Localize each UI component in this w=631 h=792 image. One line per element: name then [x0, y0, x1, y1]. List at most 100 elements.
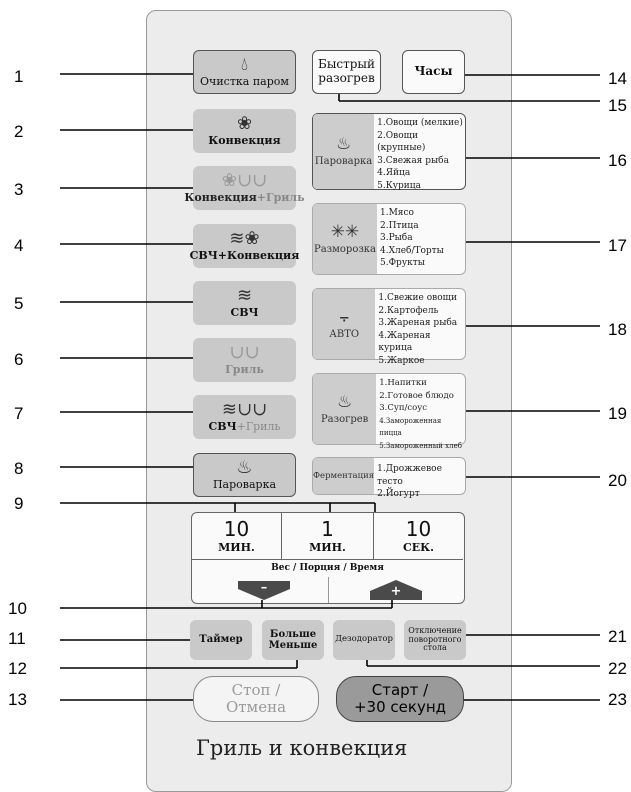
- reheat-program-label: Разогрев: [320, 413, 369, 425]
- more-less-button[interactable]: Больше Меньше: [262, 620, 324, 660]
- convection-button[interactable]: ❀ Конвекция: [193, 109, 296, 153]
- list-item: 4.Замороженная пицца: [379, 416, 442, 438]
- reheat-program-key[interactable]: ♨ Разогрев: [313, 374, 377, 444]
- more-label: Больше: [269, 628, 317, 640]
- list-item: 3.Свежая рыба: [377, 155, 449, 166]
- steamer-program-box[interactable]: ♨ Пароварка 1.Овощи (мелкие) 2.Овощи (кр…: [312, 113, 466, 191]
- timer-button[interactable]: Таймер: [190, 620, 252, 660]
- down-arrow-icon: [238, 581, 290, 600]
- ten-seconds-button[interactable]: 10 СЕК.: [374, 513, 463, 559]
- callout-20: 20: [608, 471, 627, 490]
- microwave-fan-icon: ≋❀: [229, 227, 260, 249]
- minus-label: –: [260, 580, 268, 595]
- microwave-grill-button[interactable]: ≋∪∪ СВЧ+Гриль: [193, 395, 296, 439]
- ten-seconds-value: 10: [405, 516, 432, 541]
- callout-14: 14: [608, 69, 627, 88]
- panel-title: Гриль и конвекция: [196, 736, 408, 760]
- steam-clean-button[interactable]: 💧︎ Очистка паром: [193, 50, 296, 94]
- turntable-line1: Отключение: [408, 626, 462, 636]
- turntable-line2: поворотного: [408, 634, 462, 644]
- microwave-icon: ≋: [236, 284, 253, 306]
- time-divider: [192, 559, 463, 560]
- convection-grill-button[interactable]: ❀∪∪ Конвекция+Гриль: [184, 166, 305, 210]
- arrow-divider: [328, 577, 329, 603]
- microwave-convection-button[interactable]: ≋❀ СВЧ+Конвекция: [190, 224, 299, 268]
- steam-drop-icon: 💧︎: [240, 53, 249, 75]
- auto-program-key[interactable]: ⨪ АВТО: [313, 289, 376, 359]
- list-item: 5.Замороженный хлеб: [379, 441, 462, 450]
- grill-coil-icon: ∪∪: [229, 341, 260, 363]
- ferment-program-key[interactable]: Ферментация: [313, 458, 375, 494]
- callout-23: 23: [608, 690, 627, 709]
- callout-19: 19: [608, 404, 627, 423]
- plus-button[interactable]: +: [368, 579, 424, 601]
- clock-button[interactable]: Часы: [402, 50, 465, 94]
- callout-10: 10: [8, 599, 27, 618]
- defrost-program-key[interactable]: ✳✳ Разморозка: [313, 204, 377, 274]
- defrost-program-box[interactable]: ✳✳ Разморозка 1.Мясо 2.Птица 3.Рыба 4.Хл…: [312, 203, 466, 275]
- list-item: 1.Овощи (мелкие): [377, 118, 463, 128]
- microwave-convection-label: СВЧ+Конвекция: [189, 248, 300, 262]
- callout-13: 13: [8, 690, 27, 709]
- weight-portion-time-label: Вес / Порция / Время: [271, 563, 384, 573]
- list-item: 1.Свежие овощи: [378, 293, 457, 303]
- list-item: 5.Фрукты: [380, 258, 425, 268]
- one-minute-button[interactable]: 1 МИН.: [282, 513, 374, 559]
- callout-9: 9: [14, 494, 24, 513]
- steam-clean-label: Очистка паром: [200, 74, 289, 88]
- convection-grill-label: Конвекция+Гриль: [184, 190, 305, 204]
- start-line1: Старт /: [371, 680, 429, 699]
- callout-7: 7: [14, 404, 24, 423]
- start-line2: +30 секунд: [353, 698, 446, 716]
- reheat-steam-icon: ♨: [336, 391, 353, 412]
- ferment-program-box[interactable]: Ферментация 1.Дрожжевое тесто 2.Йогурт: [312, 457, 466, 499]
- grill-button[interactable]: ∪∪ Гриль: [193, 338, 296, 382]
- one-minute-value: 1: [321, 516, 334, 541]
- list-item: 4.Яйца: [377, 168, 411, 178]
- list-item: 2.Овощи (крупные): [377, 130, 426, 154]
- list-item: 2.Птица: [380, 220, 419, 231]
- callout-11: 11: [8, 629, 26, 648]
- callout-15: 15: [608, 96, 627, 115]
- callout-8: 8: [14, 459, 24, 478]
- minus-button[interactable]: –: [236, 579, 292, 601]
- start-button[interactable]: Старт / +30 секунд: [336, 676, 464, 722]
- list-item: 2.Готовое блюдо: [379, 390, 454, 401]
- list-item: 5.Курица: [377, 180, 421, 191]
- reheat-program-list: 1.Напитки 2.Готовое блюдо 3.Суп/соус 4.З…: [376, 374, 465, 450]
- callout-22: 22: [608, 659, 627, 678]
- timer-label: Таймер: [199, 634, 243, 646]
- one-minute-unit: МИН.: [309, 540, 346, 554]
- stop-cancel-button[interactable]: Стоп / Отмена: [193, 676, 319, 722]
- list-item: 1.Напитки: [379, 378, 427, 388]
- callout-4: 4: [14, 236, 24, 255]
- stop-line1: Стоп /: [231, 680, 281, 699]
- list-item: 4.Жареная курица: [378, 330, 431, 354]
- list-item: 3.Рыба: [380, 233, 413, 243]
- ten-minutes-value: 10: [223, 516, 250, 541]
- callout-1: 1: [14, 67, 24, 86]
- ferment-program-list: 1.Дрожжевое тесто 2.Йогурт: [374, 458, 465, 499]
- microwave-grill-label: СВЧ+Гриль: [208, 419, 281, 433]
- microwave-button[interactable]: ≋ СВЧ: [193, 281, 296, 325]
- steamer-program-key[interactable]: ♨ Пароварка: [313, 114, 375, 189]
- auto-program-list: 1.Свежие овощи 2.Картофель 3.Жареная рыб…: [375, 289, 465, 366]
- list-item: 1.Дрожжевое тесто: [377, 464, 442, 487]
- callout-18: 18: [608, 320, 627, 339]
- callout-2: 2: [14, 122, 24, 141]
- deodorizer-button[interactable]: Дезодоратор: [333, 620, 395, 660]
- stop-line2: Отмена: [225, 698, 287, 716]
- turntable-line3: стола: [423, 643, 447, 653]
- auto-program-box[interactable]: ⨪ АВТО 1.Свежие овощи 2.Картофель 3.Жаре…: [312, 288, 466, 366]
- steamer-program-list: 1.Овощи (мелкие) 2.Овощи (крупные) 3.Све…: [374, 114, 465, 191]
- auto-pot-icon: ⨪: [339, 306, 350, 327]
- steamer-pot-icon: ♨: [335, 134, 352, 154]
- deodorizer-label: Дезодоратор: [335, 634, 393, 645]
- callout-17: 17: [608, 236, 627, 255]
- steamer-button[interactable]: ♨ Пароварка: [193, 453, 296, 497]
- ten-minutes-button[interactable]: 10 МИН.: [192, 513, 282, 559]
- defrost-program-label: Разморозка: [313, 243, 377, 255]
- reheat-program-box[interactable]: ♨ Разогрев 1.Напитки 2.Готовое блюдо 3.С…: [312, 373, 466, 450]
- quick-heat-button[interactable]: Быстрый разогрев: [312, 50, 381, 94]
- turntable-off-button[interactable]: Отключение поворотного стола: [404, 620, 466, 660]
